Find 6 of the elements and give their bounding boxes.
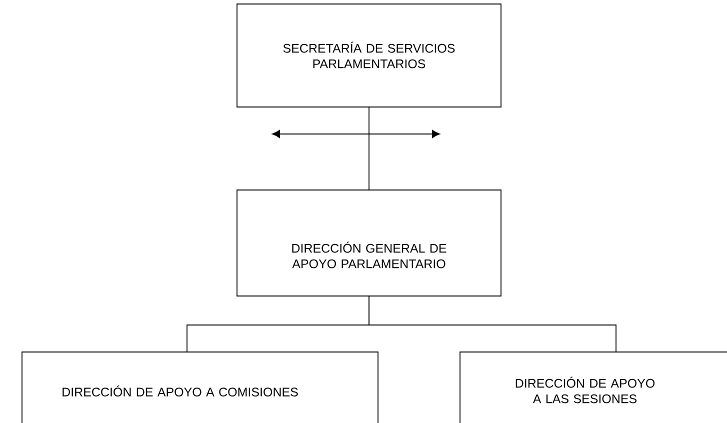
connector-line xyxy=(368,107,370,190)
org-box: DIRECCIÓN DE APOYO A COMISIONES xyxy=(22,352,378,423)
org-box: DIRECCIÓN GENERAL DE APOYO PARLAMENTARIO xyxy=(236,190,502,296)
org-box: DIRECCIÓN DE APOYO A LAS SESIONES xyxy=(460,352,727,423)
org-box: SECRETARÍA DE SERVICIOS PARLAMENTARIOS xyxy=(236,4,502,108)
connector-line xyxy=(368,296,616,352)
